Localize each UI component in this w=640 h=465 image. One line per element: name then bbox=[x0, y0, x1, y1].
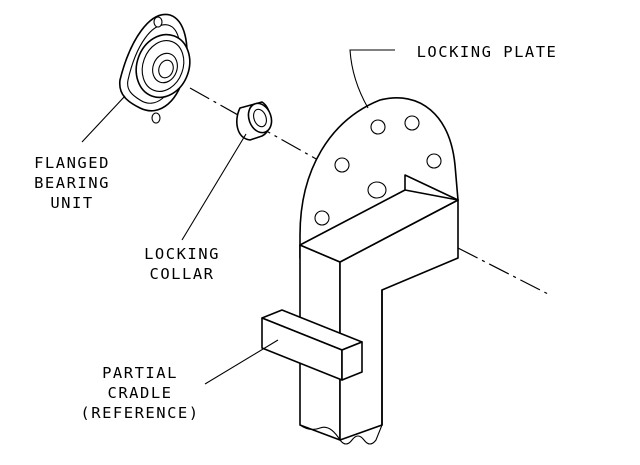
locking-collar bbox=[236, 101, 273, 141]
locking-plate-holes bbox=[314, 115, 442, 226]
label-flanged: FLANGED bbox=[34, 154, 110, 172]
label-reference: (REFERENCE) bbox=[80, 404, 199, 422]
label-cradle: CRADLE bbox=[108, 384, 173, 402]
label-locking: LOCKING bbox=[144, 245, 220, 263]
reference-bar bbox=[261, 309, 363, 381]
leader-partial-cradle bbox=[204, 339, 279, 385]
label-locking-plate: LOCKING PLATE bbox=[417, 43, 558, 61]
label-bearing: BEARING bbox=[34, 174, 110, 192]
flanged-bearing-unit bbox=[118, 13, 191, 124]
label-collar: COLLAR bbox=[150, 265, 215, 283]
leader-lines bbox=[81, 49, 395, 385]
leader-flanged-bearing-unit bbox=[81, 95, 126, 143]
partial-cradle bbox=[299, 174, 459, 445]
leader-locking-collar bbox=[181, 133, 247, 241]
leader-locking-plate bbox=[349, 49, 395, 109]
label-partial: PARTIAL bbox=[102, 364, 178, 382]
label-unit: UNIT bbox=[50, 194, 93, 212]
